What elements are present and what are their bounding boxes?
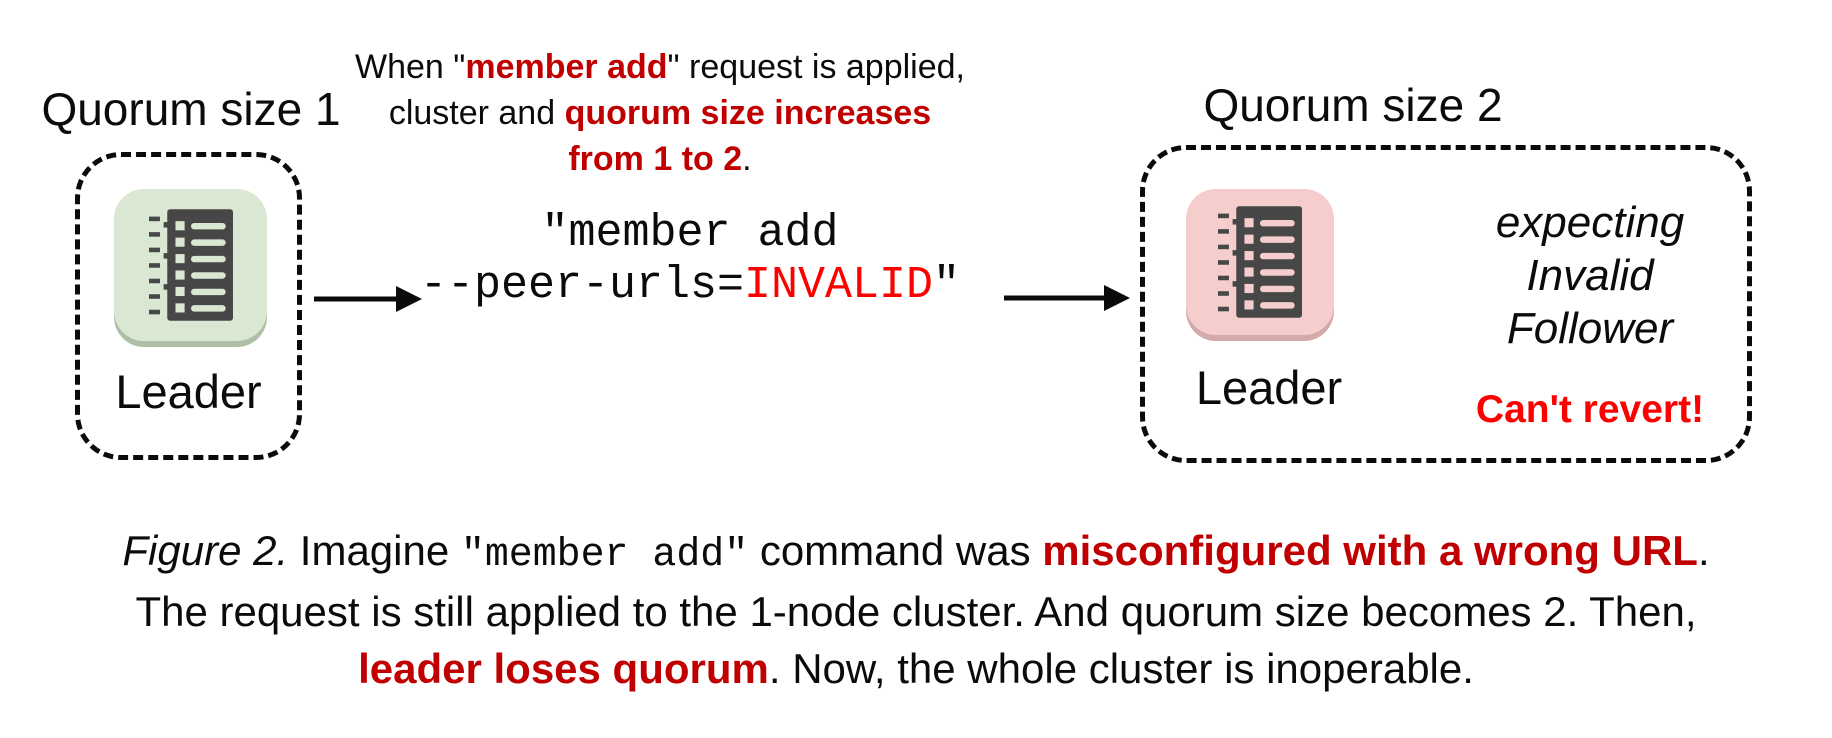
annotation-from-1-to-2: from 1 to 2 <box>568 140 743 178</box>
caption-leader-loses-quorum: leader loses quorum <box>358 645 769 692</box>
member-add-annotation: When "member add" request is applied, cl… <box>330 44 990 182</box>
right-arrow-icon <box>1004 285 1130 311</box>
figure-caption: Figure 2. Imagine "member add" command w… <box>0 522 1832 697</box>
etcd-member-ledger-icon <box>148 209 233 321</box>
right-arrow-icon <box>314 286 422 312</box>
caption-line-1: Figure 2. Imagine "member add" command w… <box>122 527 1710 577</box>
expecting-line-2: Invalid <box>1526 251 1654 300</box>
annotation-line-3: from 1 to 2. <box>568 140 752 178</box>
right-cluster-title: Quorum size 2 <box>1203 79 1503 131</box>
command-line-1: "member add <box>541 208 839 259</box>
command-line-2: --peer-urls=INVALID" <box>419 260 961 311</box>
caption-line-2: The request is still applied to the 1-no… <box>135 588 1697 635</box>
etcd-member-ledger-icon <box>1218 206 1302 318</box>
caption-misconfigured: misconfigured with a wrong URL <box>1042 527 1698 574</box>
leader-label-after: Leader <box>1195 361 1343 414</box>
left-cluster-boundary <box>75 152 302 460</box>
annotation-line-2: cluster and quorum size increases <box>388 94 932 132</box>
right-cluster-boundary <box>1140 145 1752 463</box>
cant-revert-warning: Can't revert! <box>1475 388 1705 431</box>
leader-label-before: Leader <box>115 365 262 418</box>
annotation-member-add: member add <box>465 48 668 86</box>
expecting-line-1: expecting <box>1495 198 1685 247</box>
member-add-command: "member add --peer-urls=INVALID" <box>388 208 992 312</box>
command-invalid-url: INVALID <box>744 260 934 311</box>
leader-node-before <box>114 189 267 341</box>
annotation-quorum-increase: quorum size increases <box>564 94 932 132</box>
caption-member-add-command: "member add" <box>460 532 749 577</box>
annotation-line-1: When "member add" request is applied, <box>355 48 965 86</box>
figure-number: Figure 2. <box>122 527 289 574</box>
expecting-line-3: Follower <box>1506 304 1674 353</box>
caption-line-3: leader loses quorum. Now, the whole clus… <box>358 645 1474 692</box>
leader-node-after <box>1186 189 1334 335</box>
expecting-invalid-follower-note: expecting Invalid Follower <box>1430 196 1750 355</box>
left-cluster-title: Quorum size 1 <box>41 83 341 135</box>
